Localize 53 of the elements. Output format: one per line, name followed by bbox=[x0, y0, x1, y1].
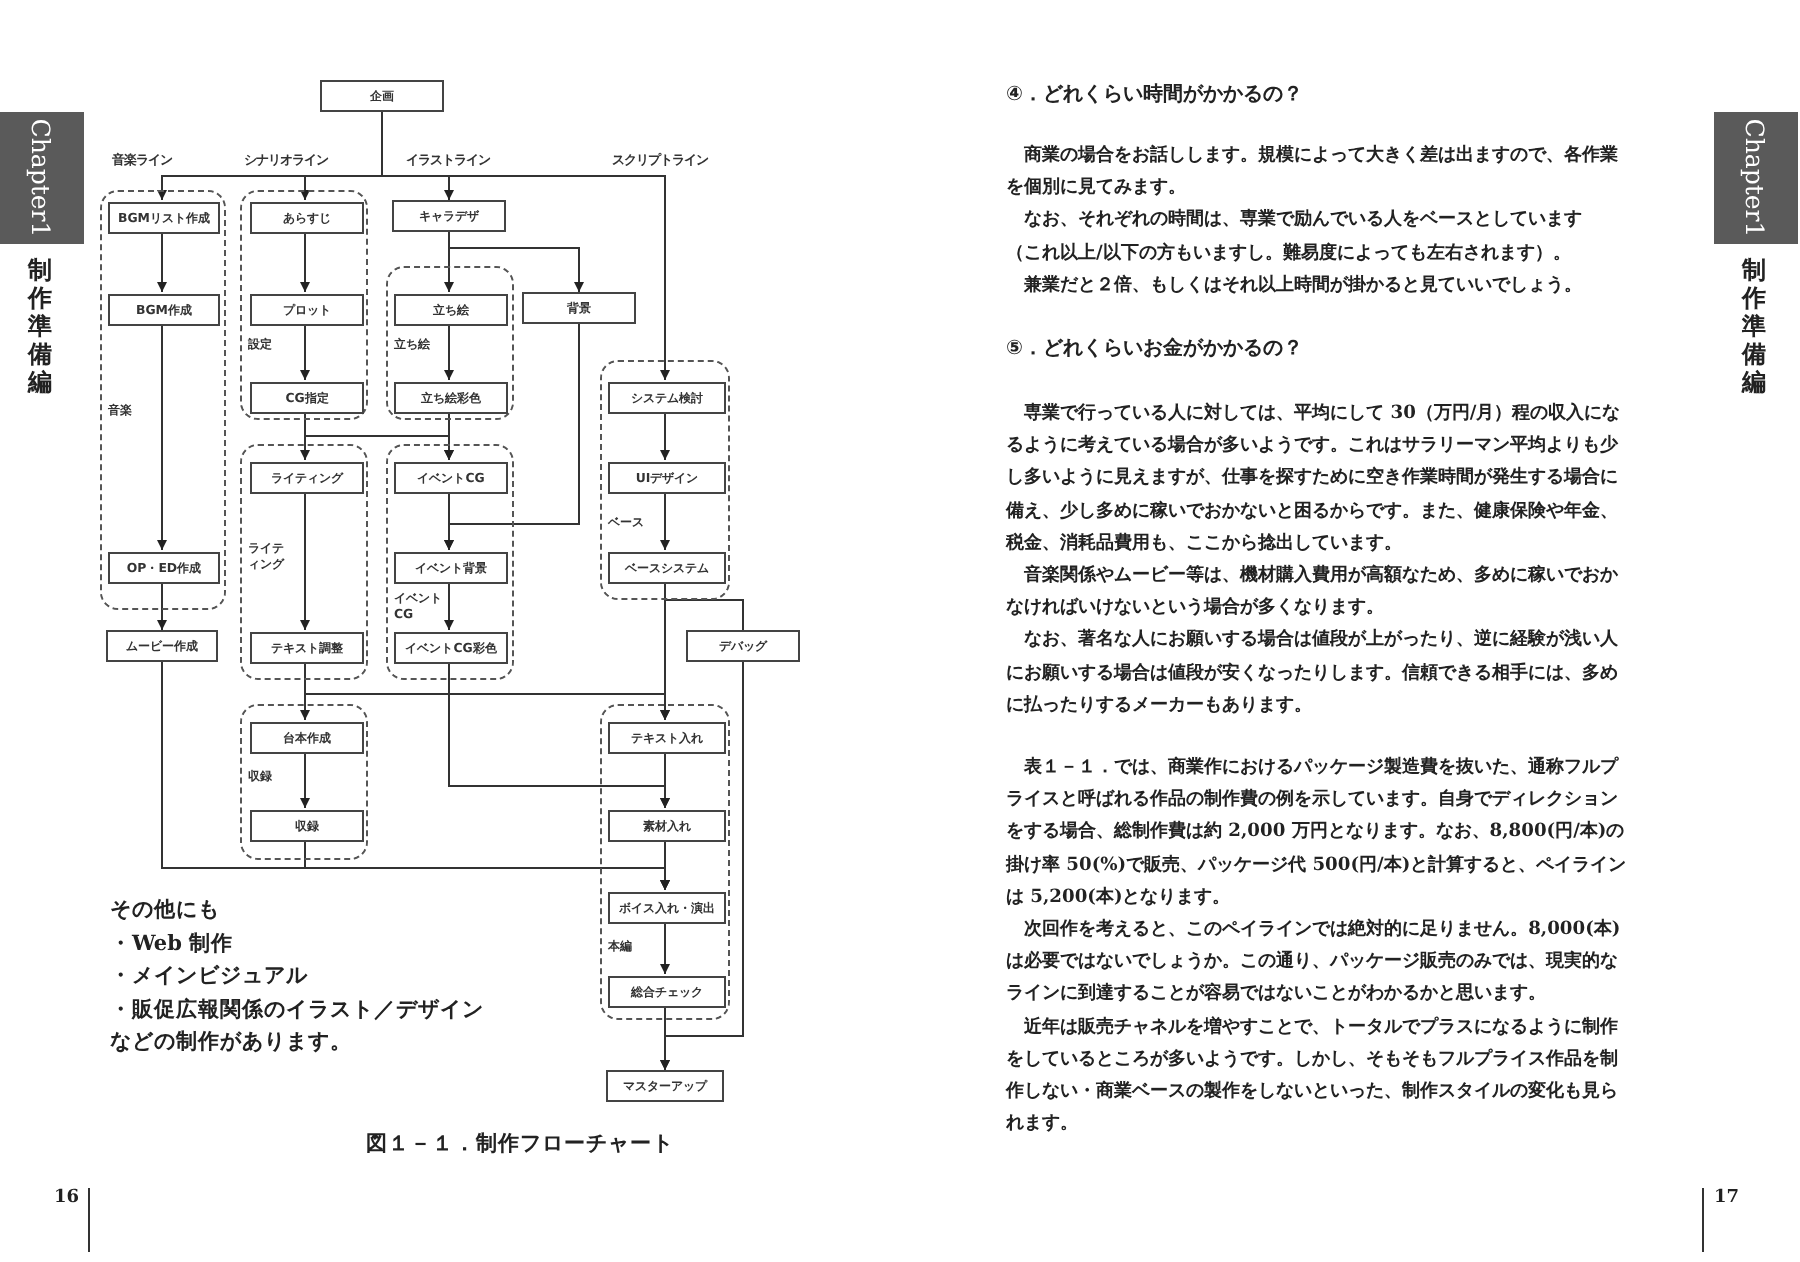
arrow bbox=[444, 491, 454, 551]
arrow bbox=[444, 411, 454, 461]
page-number: 17 bbox=[1702, 1188, 1740, 1252]
arrow bbox=[660, 491, 670, 551]
arrow bbox=[304, 661, 670, 721]
arrow bbox=[444, 323, 454, 381]
chapter-tab: Chapter1 bbox=[0, 112, 84, 244]
arrow bbox=[660, 411, 670, 461]
dashed-group-box bbox=[240, 190, 368, 420]
section-heading: ⑤．どれくらいお金がかかるの？ bbox=[1006, 335, 1305, 365]
body-paragraph: （これ以上/以下の方もいますし。難易度によっても左右されます）。 bbox=[1006, 239, 1573, 268]
arrow bbox=[448, 231, 584, 293]
chapter-subtitle: 制作準備編 bbox=[28, 256, 54, 396]
arrow bbox=[660, 921, 670, 975]
connector-line bbox=[664, 581, 744, 631]
body-paragraph: 商業の場合をお話しします。規模によって大きく差は出ますので、各作業を個別に見てみます。 bbox=[1006, 142, 1621, 203]
dashed-group-box bbox=[100, 190, 226, 610]
body-paragraph: 近年は販売チャネルを増やすことで、トータルでプラスになるように制作をしているところが多いようです。しかし、そもそもフルプライス作品を制作しない・商業ベースの製作をしないといった、制作スタイルの変化も見られます。 bbox=[1006, 1013, 1621, 1139]
figure-caption: 図１－１．制作フローチャート bbox=[366, 1130, 674, 1158]
body-paragraph: 専業で行っている人に対しては、平均にして 30（万円/月）程の収入になるように考えている場合が多いようです。これはサラリーマン平均よりも少し多いように見えますが、仕事を探すために空き作業時間が発生する場合に備え、少し多めに稼いでおかないと困るからです。また、健康保険や年金、税金、消耗品費用も、ここから捻出しています。 bbox=[1006, 400, 1623, 558]
note-text: その他にも bbox=[110, 896, 220, 924]
body-paragraph: 次回作を考えると、このペイラインでは絶対的に足りません。8,000(本)は必要ではないでしょうか。この通り、パッケージ販売のみでは、現実的なラインに到達することが容易ではないことがわかるかと思います。 bbox=[1006, 916, 1623, 1009]
dashed-group-box bbox=[386, 444, 514, 680]
chapter-subtitle: 制作準備編 bbox=[1742, 256, 1768, 396]
dashed-group-box bbox=[240, 444, 368, 680]
arrow bbox=[660, 839, 670, 891]
note-text: ・Web 制作 bbox=[110, 929, 234, 958]
arrow bbox=[300, 751, 310, 809]
dashed-group-box bbox=[240, 704, 368, 860]
arrow bbox=[300, 323, 310, 381]
arrow bbox=[444, 581, 454, 631]
arrow bbox=[300, 491, 310, 631]
dashed-group-box bbox=[600, 360, 730, 600]
note-text: ・メインビジュアル bbox=[110, 962, 308, 991]
arrow bbox=[381, 111, 670, 381]
body-paragraph: 表１－１．では、商業作におけるパッケージ製造費を抜いた、通称フルプライスと呼ばれる作品の制作費の例を示しています。自身でディレクションをする場合、総制作費は約 2,000 万円となります。なお、8,800(円/本)の掛け率 50(%)で販売、パッケージ代 500(円/本)と計算すると、ペイラインは 5,200(本)となります。 bbox=[1006, 754, 1629, 912]
dashed-group-box bbox=[386, 266, 514, 420]
body-paragraph: 音楽関係やムービー等は、機材購入費用が高額なため、多めに稼いでおかなければいけないという場合が多くなります。 bbox=[1006, 562, 1621, 623]
body-paragraph: 兼業だと２倍、もしくはそれ以上時間が掛かると見ていいでしょう。 bbox=[1022, 271, 1585, 300]
section-heading: ④．どれくらい時間がかかるの？ bbox=[1006, 81, 1305, 110]
arrow bbox=[157, 323, 167, 551]
arrow bbox=[660, 751, 670, 809]
note-text: などの制作があります。 bbox=[110, 1028, 352, 1057]
arrow bbox=[300, 231, 310, 293]
arrow bbox=[660, 661, 744, 1071]
body-paragraph: なお、著名な人にお願いする場合は値段が上がったり、逆に経験が浅い人にお願いする場合は値段が安くなったりします。信頼できる相手には、多めに払ったりするメーカーもあります。 bbox=[1006, 626, 1621, 720]
note-text: ・販促広報関係のイラスト／デザイン bbox=[110, 995, 484, 1024]
chapter-tab: Chapter1 bbox=[1714, 112, 1798, 244]
dashed-group-box bbox=[600, 704, 730, 1020]
body-paragraph: なお、それぞれの時間は、専業で励んでいる人をベースとしています bbox=[1022, 206, 1585, 235]
arrow bbox=[157, 231, 167, 293]
page-number: 16 bbox=[54, 1188, 90, 1252]
arrow bbox=[157, 581, 167, 631]
